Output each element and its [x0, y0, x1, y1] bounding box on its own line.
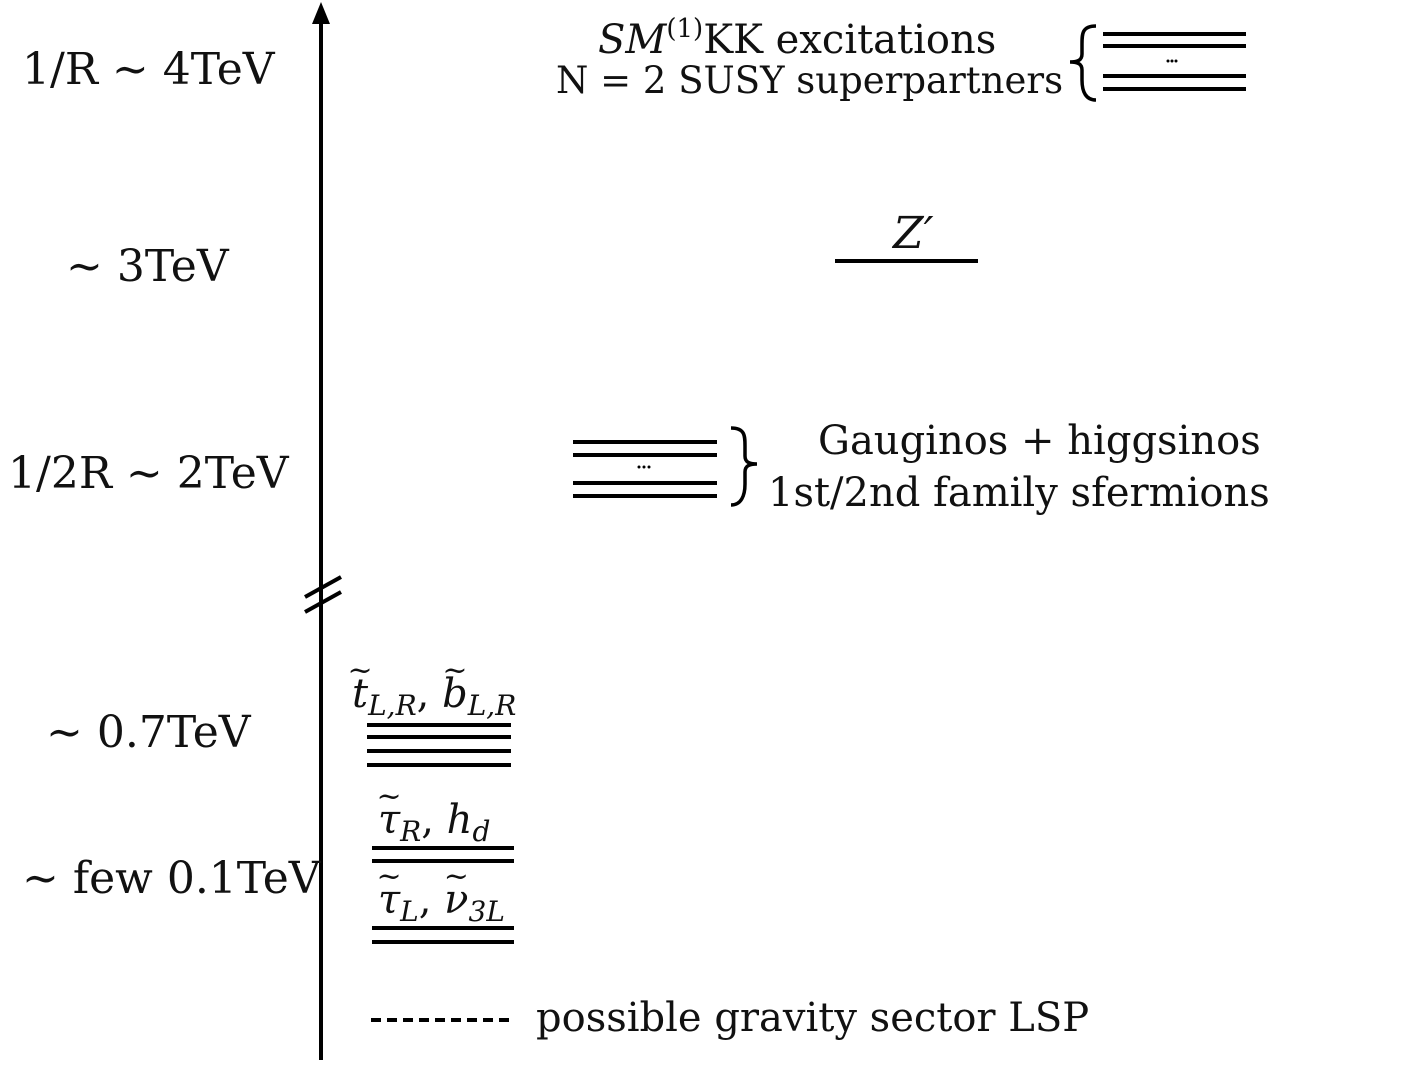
sneutrino-subscript: 3L	[468, 895, 505, 928]
higgs-subscript: d	[472, 815, 491, 848]
scale-label-3tev: ∼ 3TeV	[66, 241, 229, 292]
axis-break-mark	[304, 590, 342, 614]
scale-label-few-0-1tev: ∼ few 0.1TeV	[22, 853, 321, 904]
stop-symbol: t	[352, 674, 368, 714]
scale-label-4tev: 1/R ∼ 4TeV	[22, 44, 275, 95]
higgs-symbol: h	[446, 797, 473, 843]
axis-arrowhead	[312, 2, 330, 24]
gaugino-label-line2: 1st/2nd family sfermions	[768, 470, 1270, 516]
kk-sm-text: SM	[598, 17, 667, 63]
lsp-legend-label: possible gravity sector LSP	[536, 995, 1090, 1041]
kk-label-line1: SM(1)KK excitations	[598, 16, 996, 60]
kk-dots	[1166, 59, 1178, 63]
zprime-label: Z′	[893, 208, 934, 259]
third-family-separator: ,	[416, 671, 443, 717]
scale-label-2tev: 1/2R ∼ 2TeV	[8, 448, 289, 499]
axis-break-mark	[304, 575, 342, 599]
kk-level-lines	[1103, 32, 1246, 91]
stau-r-subscript: R	[400, 815, 422, 848]
tau-l-level-lines	[372, 926, 514, 944]
kk-left-brace	[1069, 24, 1097, 102]
stau-r-symbol: τ	[378, 800, 400, 840]
stop-subscript: L,R	[368, 689, 417, 722]
gaugino-label-line1: Gauginos + higgsinos	[818, 418, 1261, 464]
tau-r-separator: ,	[421, 797, 447, 843]
kk-label-line2: N = 2 SUSY superpartners	[556, 59, 1064, 102]
sneutrino-symbol: ν	[444, 880, 468, 920]
gaugino-right-brace	[730, 426, 758, 507]
scale-label-0-7tev: ∼ 0.7TeV	[46, 707, 251, 758]
stau-l-symbol: τ	[378, 880, 400, 920]
third-family-level-lines	[367, 723, 511, 767]
tau-l-separator: ,	[418, 877, 445, 923]
sbottom-subscript: L,R	[467, 689, 517, 722]
kk-sup-text: (1)	[666, 14, 704, 44]
gaugino-level-lines	[573, 440, 717, 498]
sbottom-symbol: b	[442, 674, 468, 714]
third-family-label: tL,R, bL,R	[352, 674, 516, 720]
stau-l-subscript: L	[400, 895, 419, 928]
tau-l-label: τL, ν3L	[378, 880, 505, 926]
kk-excitations-text: KK excitations	[703, 17, 997, 63]
tau-r-label: τR, hd	[378, 800, 490, 846]
gaugino-dots	[637, 465, 651, 469]
